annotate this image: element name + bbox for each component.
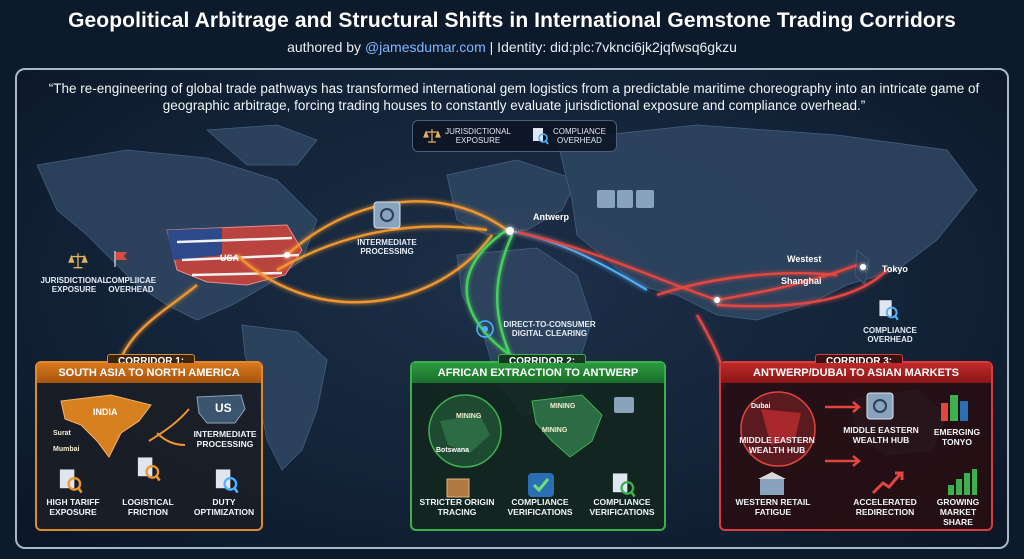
corridor1-title: SOUTH ASIA TO NORTH AMERICA — [37, 363, 261, 383]
identity-text: | Identity: did:plc:7vknci6jk2jqfwsq6gkz… — [485, 39, 737, 55]
store-icon — [757, 471, 787, 497]
mumbai-label: Mumbai — [53, 446, 80, 453]
hub-right-label: MIDDLE EASTERN WEALTH HUB — [843, 425, 919, 445]
corridor1-arrows — [148, 408, 190, 446]
tokyo-label: Tokyo — [882, 264, 908, 274]
dubai-label: Dubai — [751, 403, 771, 410]
flag-icon — [113, 250, 129, 268]
mining-label-1: MINING — [456, 413, 482, 420]
corridor3-title: ANTWERP/DUBAI TO ASIAN MARKETS — [721, 363, 991, 383]
botswana-label: Botswana — [436, 447, 470, 454]
hub-nodes — [284, 227, 866, 303]
verified-check-icon — [526, 471, 556, 499]
package-icon — [444, 473, 472, 499]
bar-chart-icon — [945, 467, 979, 497]
document-magnifier-icon — [213, 467, 239, 495]
emerging-label: EMERGING TONYO — [933, 427, 981, 447]
corridor1-panel: CORRIDOR 1: SOUTH ASIA TO NORTH AMERICA … — [35, 354, 263, 531]
friction-label: LOGISTICAL FRICTION — [122, 497, 174, 517]
document-magnifier-icon — [135, 455, 161, 483]
left-compliance-label: COMPLIICAE OVERHEAD — [105, 276, 157, 294]
legend: JURISDICTIONAL EXPOSURE COMPLIANCE OVERH… — [412, 120, 617, 152]
document-magnifier-icon — [57, 467, 83, 495]
legend-compliance-label: COMPLIANCE OVERHEAD — [553, 127, 606, 145]
compliance-verifications-label-2: COMPLIANCE VERIFICATIONS — [589, 497, 655, 517]
legend-item-jurisdictional: JURISDICTIONAL EXPOSURE — [423, 127, 511, 145]
left-jurisdictional-label: JURISDICTIONAL EXPOSURE — [40, 276, 108, 294]
mining-label-3: MINING — [542, 427, 568, 434]
corridor2-title: AFRICAN EXTRACTION TO ANTWERP — [412, 363, 664, 383]
retail-fatigue-label: WESTERN RETAIL FATIGUE — [735, 497, 811, 517]
vault-icon — [865, 391, 895, 421]
document-magnifier-icon — [531, 127, 549, 145]
byline-prefix: authored by — [287, 39, 365, 55]
network-icon — [475, 319, 495, 339]
corridor1-intermediate-label: INTERMEDIATE PROCESSING — [193, 429, 257, 449]
india-map-shape — [60, 394, 152, 458]
vault-icon — [612, 393, 636, 415]
hub-left-label: MIDDLE EASTERN WEALTH HUB — [739, 435, 815, 455]
legend-jurisdictional-label: JURISDICTIONAL EXPOSURE — [445, 127, 511, 145]
trend-arrow-icon — [871, 469, 905, 497]
dubai-globe — [740, 391, 816, 467]
corridor3-arrows — [825, 401, 861, 467]
africa-shape — [531, 394, 603, 458]
us-label: US — [215, 401, 232, 415]
mining-label-2: MINING — [550, 403, 576, 410]
westest-label: Westest — [787, 254, 822, 264]
document-magnifier-icon — [877, 298, 899, 322]
botswana-globe — [428, 394, 502, 468]
byline: authored by @jamesdumar.com | Identity: … — [0, 39, 1024, 55]
corridor3-routes — [516, 230, 888, 391]
usa-label: USA — [220, 253, 240, 263]
page-title: Geopolitical Arbitrage and Structural Sh… — [68, 9, 956, 32]
document-magnifier-icon — [610, 471, 636, 499]
india-label: INDIA — [93, 407, 118, 417]
corridor3-panel: CORRIDOR 3: ANTWERP/DUBAI TO ASIAN MARKE… — [719, 354, 993, 531]
right-compliance-label: COMPLIANCE OVERHEAD — [863, 326, 917, 344]
legend-item-compliance: COMPLIANCE OVERHEAD — [531, 127, 606, 145]
direct-to-consumer-label: DIRECT-TO-CONSUMER DIGITAL CLEARING — [503, 320, 596, 338]
redirection-label: ACCELERATED REDIRECTION — [853, 497, 917, 517]
vault-group-icon — [596, 186, 656, 212]
vault-icon — [372, 200, 402, 230]
author-handle-link[interactable]: @jamesdumar.com — [364, 39, 486, 55]
origin-tracing-label: STRICTER ORIGIN TRACING — [419, 497, 495, 517]
infographic-frame: “The re-engineering of global trade path… — [15, 68, 1009, 549]
us-map-shape — [196, 394, 246, 424]
scales-icon — [68, 252, 88, 270]
world-map — [36, 124, 978, 471]
scales-icon — [423, 128, 441, 144]
duty-label: DUTY OPTIMIZATION — [193, 497, 255, 517]
corridor2-panel: CORRIDOR 2: AFRICAN EXTRACTION TO ANTWER… — [410, 354, 666, 531]
antwerp-label: Antwerp — [533, 212, 569, 222]
market-share-label: GROWING MARKET SHARE — [936, 497, 980, 527]
quote-text: “The re-engineering of global trade path… — [48, 81, 980, 113]
skyline-icon — [937, 389, 973, 423]
surat-label: Surat — [53, 430, 71, 437]
shanghai-label: Shanghai — [781, 276, 822, 286]
usa-flag-shape — [166, 224, 303, 286]
tariff-label: HIGH TARIFF EXPOSURE — [46, 497, 100, 517]
page-header: Geopolitical Arbitrage and Structural Sh… — [0, 0, 1024, 66]
intermediate-processing-label: INTERMEDIATE PROCESSING — [357, 238, 417, 256]
compliance-verifications-label-1: COMPLIANCE VERIFICATIONS — [507, 497, 573, 517]
